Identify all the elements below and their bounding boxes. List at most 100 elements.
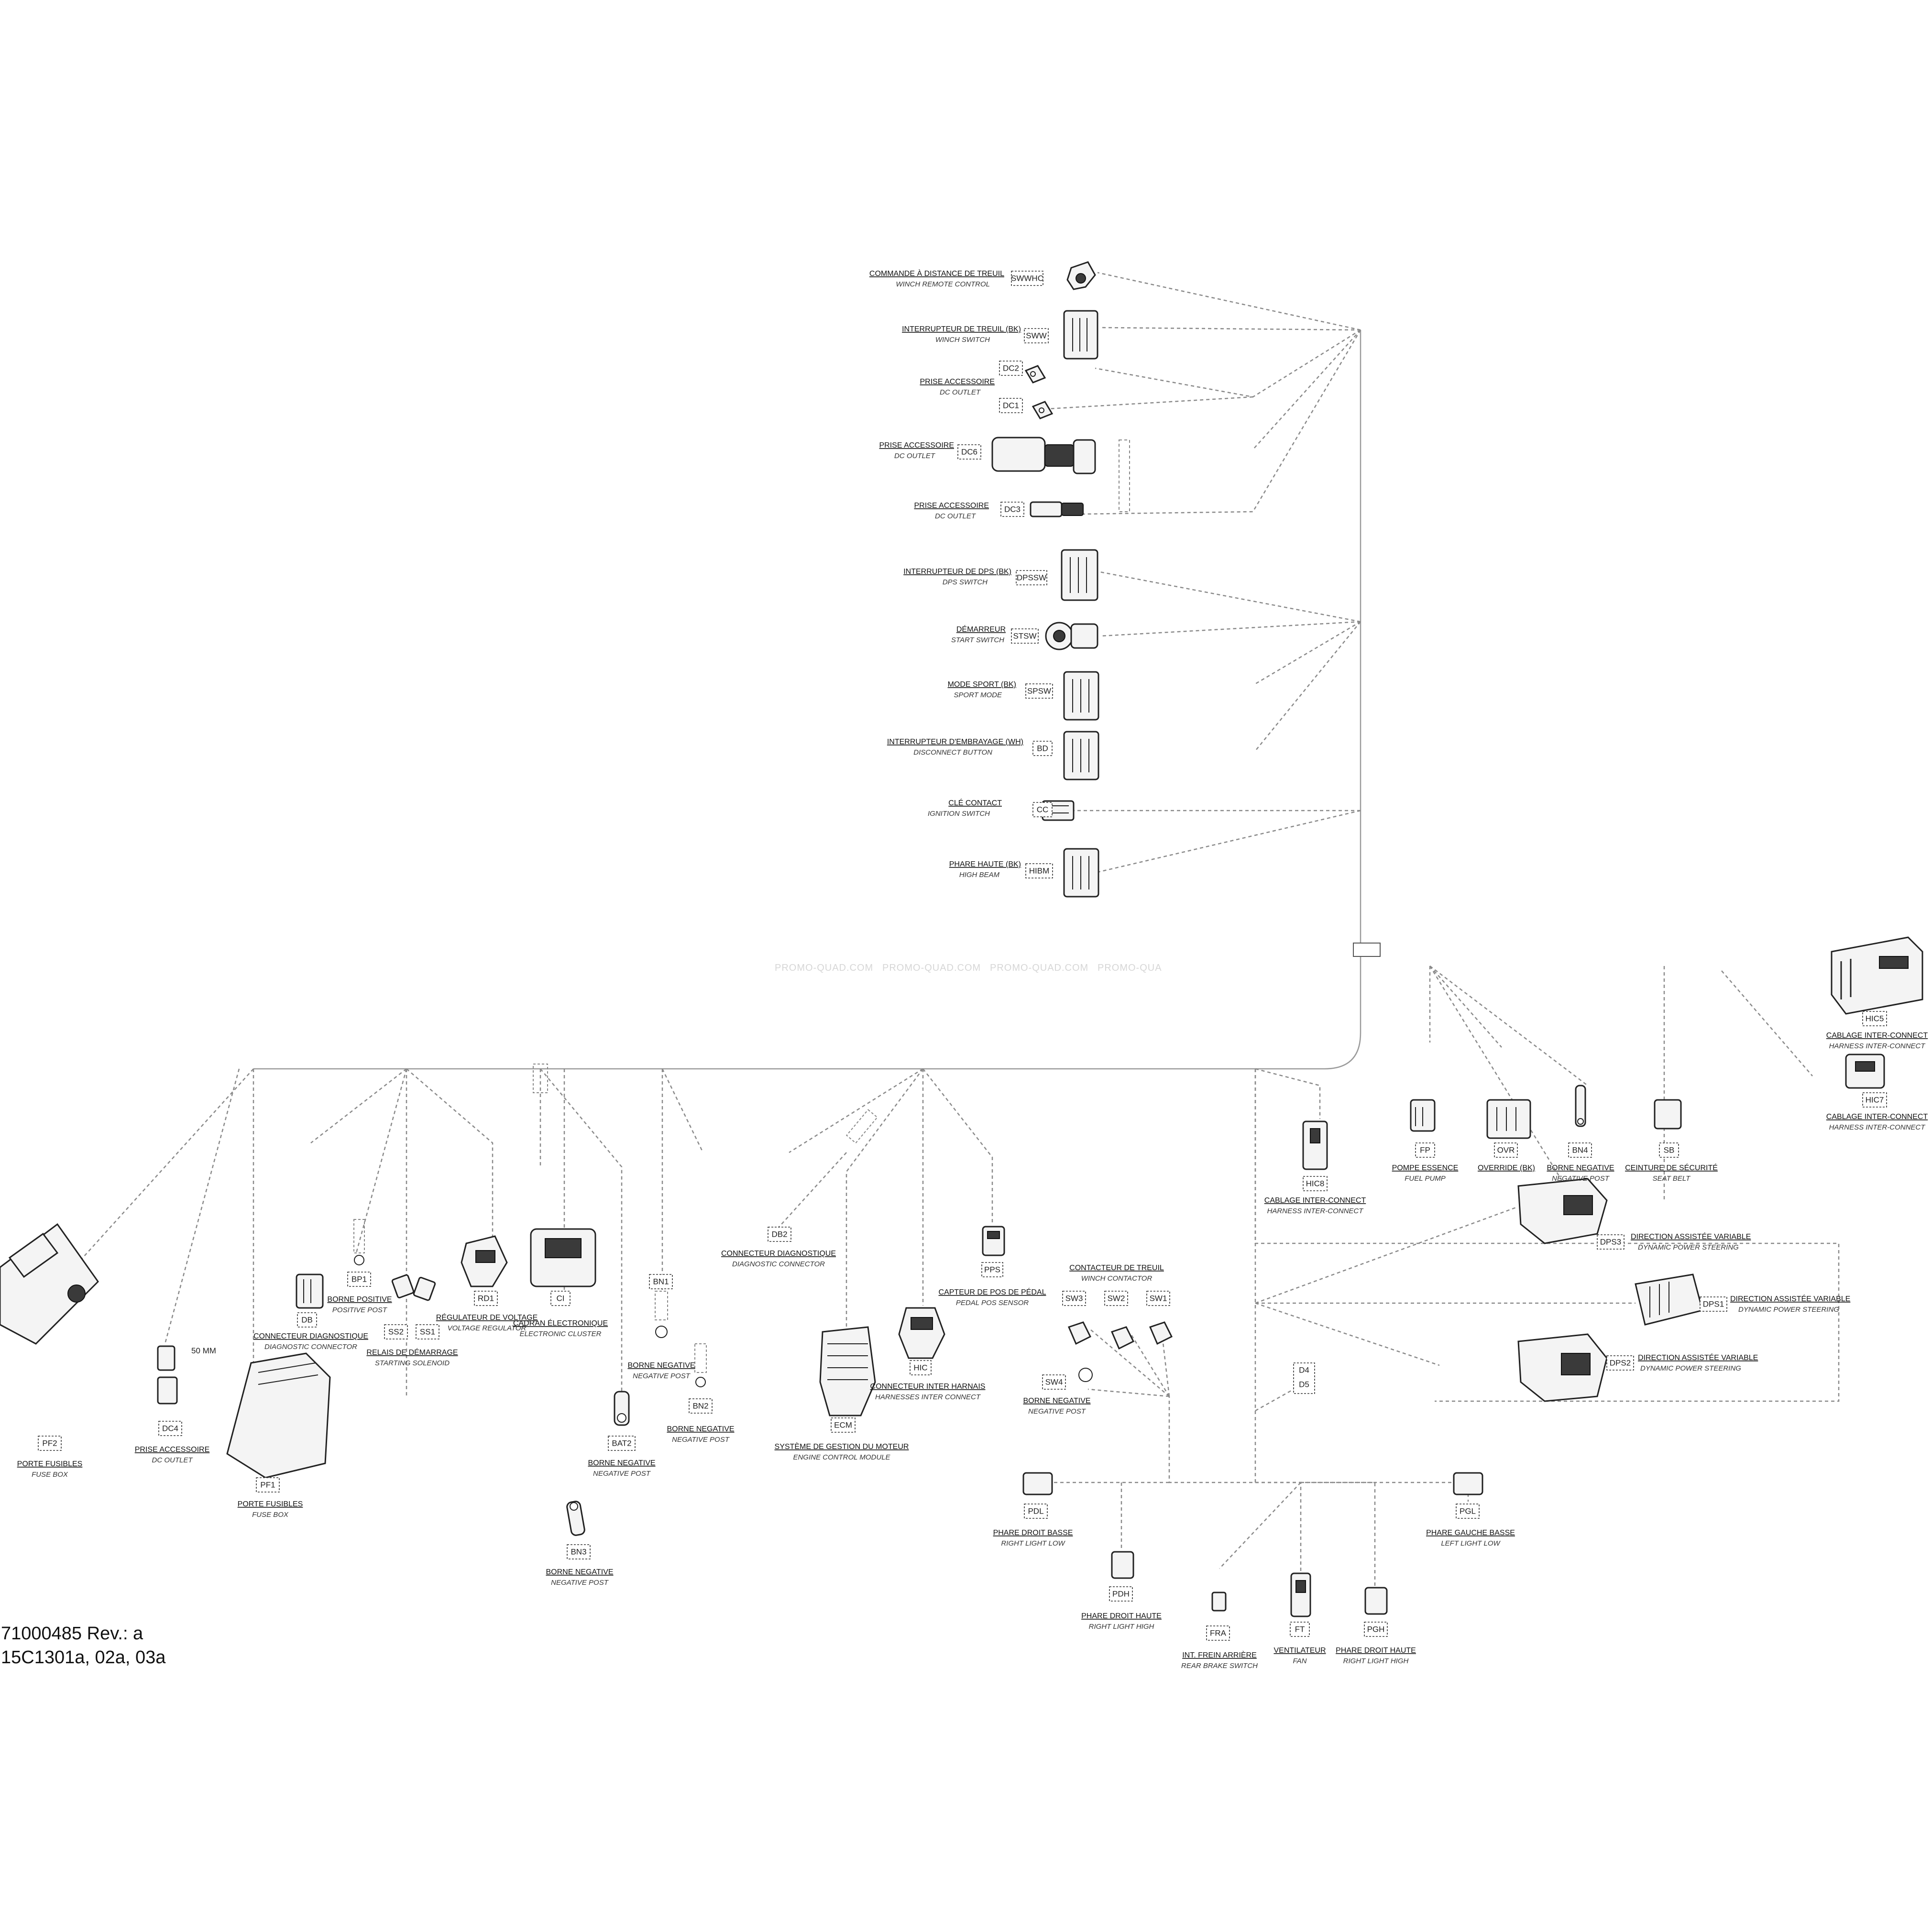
svg-text:BORNE NEGATIVE: BORNE NEGATIVE — [667, 1425, 734, 1433]
ss-starting-solenoid — [391, 1274, 436, 1301]
svg-text:SS2: SS2 — [388, 1327, 404, 1336]
disconnect-button-connector — [1063, 731, 1099, 780]
svg-text:INTERRUPTEUR DE TREUIL (BK): INTERRUPTEUR DE TREUIL (BK) — [902, 325, 1021, 333]
svg-text:NEGATIVE POST: NEGATIVE POST — [633, 1372, 691, 1380]
dc3-outlet — [1030, 501, 1084, 517]
svg-text:PHARE DROIT BASSE: PHARE DROIT BASSE — [993, 1529, 1073, 1537]
bn4-terminal — [1575, 1085, 1586, 1127]
tag-d4-d5: D4 D5 — [1293, 1362, 1315, 1394]
svg-text:HIC: HIC — [913, 1363, 927, 1372]
svg-text:DPS2: DPS2 — [1610, 1358, 1631, 1367]
tag-ci: CI — [550, 1291, 571, 1306]
tag-dps2: DPS2 — [1606, 1355, 1634, 1371]
svg-text:DPS1: DPS1 — [1703, 1299, 1724, 1308]
svg-text:CONNECTEUR INTER HARNAIS: CONNECTEUR INTER HARNAIS — [870, 1383, 986, 1391]
tag-dc3: DC3 — [1000, 502, 1024, 517]
svg-text:NEGATIVE POST: NEGATIVE POST — [672, 1436, 730, 1444]
tag-spsw: SPSW — [1025, 683, 1053, 699]
tag-ovr: OVR — [1494, 1142, 1518, 1158]
svg-text:FUSE BOX: FUSE BOX — [252, 1511, 289, 1519]
tag-sw1: SW1 — [1146, 1291, 1170, 1306]
svg-text:WINCH SWITCH: WINCH SWITCH — [935, 336, 990, 344]
svg-text:RIGHT LIGHT LOW: RIGHT LIGHT LOW — [1001, 1539, 1065, 1548]
svg-text:VENTILATEUR: VENTILATEUR — [1273, 1647, 1326, 1655]
svg-text:BORNE NEGATIVE: BORNE NEGATIVE — [1547, 1164, 1614, 1172]
svg-text:DPS SWITCH: DPS SWITCH — [943, 578, 988, 586]
svg-text:INT. FREIN ARRIÈRE: INT. FREIN ARRIÈRE — [1182, 1650, 1257, 1659]
svg-text:PF2: PF2 — [42, 1438, 57, 1448]
tag-rd1: RD1 — [474, 1291, 498, 1306]
svg-text:SYSTÈME DE GESTION DU MOTEUR: SYSTÈME DE GESTION DU MOTEUR — [775, 1442, 909, 1451]
svg-text:PRISE ACCESSOIRE: PRISE ACCESSOIRE — [914, 502, 989, 510]
svg-text:DIAGNOSTIC CONNECTOR: DIAGNOSTIC CONNECTOR — [264, 1343, 357, 1351]
tag-ss2: SS2 — [384, 1324, 408, 1339]
tag-ft: FT — [1290, 1622, 1310, 1637]
svg-text:POSITIVE POST: POSITIVE POST — [332, 1306, 388, 1314]
hic7-connector — [1845, 1054, 1885, 1089]
svg-text:FUEL PUMP: FUEL PUMP — [1405, 1175, 1446, 1183]
tag-bat2: BAT2 — [608, 1436, 636, 1451]
svg-text:CABLAGE INTER-CONNECT: CABLAGE INTER-CONNECT — [1264, 1197, 1366, 1205]
svg-text:CONTACTEUR DE TREUIL: CONTACTEUR DE TREUIL — [1069, 1264, 1164, 1272]
svg-text:PRISE ACCESSOIRE: PRISE ACCESSOIRE — [879, 441, 955, 450]
svg-text:HIC5: HIC5 — [1866, 1014, 1884, 1023]
pf2-fuse-box — [0, 1223, 99, 1345]
hic-connector — [898, 1307, 945, 1359]
label-winch-switch: INTERRUPTEUR DE TREUIL (BK) WINCH SWITCH — [902, 325, 1021, 344]
svg-text:RELAIS DE DÉMARRAGE: RELAIS DE DÉMARRAGE — [366, 1348, 458, 1357]
svg-text:HIGH BEAM: HIGH BEAM — [959, 871, 1000, 879]
winch-switch-connector — [1063, 310, 1098, 360]
svg-text:ENGINE CONTROL MODULE: ENGINE CONTROL MODULE — [793, 1453, 890, 1461]
fra-connector — [1211, 1592, 1227, 1612]
bn3-negative-post — [566, 1501, 585, 1536]
svg-text:HARNESS INTER-CONNECT: HARNESS INTER-CONNECT — [1829, 1042, 1926, 1050]
label-neg-post-bn2: BORNE NEGATIVE NEGATIVE POST — [667, 1425, 734, 1444]
svg-text:PHARE DROIT HAUTE: PHARE DROIT HAUTE — [1081, 1612, 1162, 1620]
tag-pgh: PGH — [1364, 1622, 1388, 1637]
svg-text:DC2: DC2 — [1003, 363, 1019, 373]
tag-bn4: BN4 — [1568, 1142, 1592, 1158]
svg-text:FT: FT — [1295, 1625, 1305, 1634]
document-info: 71000485 Rev.: a 15C1301a, 02a, 03a — [1, 1624, 166, 1668]
svg-text:SW3: SW3 — [1065, 1294, 1083, 1303]
svg-text:POMPE ESSENCE: POMPE ESSENCE — [1392, 1164, 1459, 1172]
tag-pf1: PF1 — [256, 1477, 280, 1493]
svg-text:MODE SPORT (BK): MODE SPORT (BK) — [948, 681, 1016, 689]
svg-text:PHARE GAUCHE BASSE: PHARE GAUCHE BASSE — [1426, 1529, 1515, 1537]
tag-db: DB — [297, 1312, 317, 1328]
svg-text:SW1: SW1 — [1150, 1294, 1167, 1303]
dps-switch-connector — [1061, 549, 1098, 601]
tag-hic8: HIC8 — [1303, 1176, 1328, 1191]
watermark: PROMO-QUAD.COM PROMO-QUAD.COM PROMO-QUAD… — [775, 963, 1162, 973]
tag-bn3: BN3 — [567, 1544, 591, 1559]
svg-text:DISCONNECT BUTTON: DISCONNECT BUTTON — [913, 748, 992, 757]
svg-text:RIGHT LIGHT HIGH: RIGHT LIGHT HIGH — [1089, 1623, 1154, 1631]
svg-text:DPS3: DPS3 — [1600, 1237, 1621, 1246]
svg-text:BN4: BN4 — [1572, 1145, 1588, 1154]
svg-text:STSW: STSW — [1013, 631, 1036, 640]
svg-text:NEGATIVE POST: NEGATIVE POST — [551, 1579, 609, 1587]
svg-text:BN3: BN3 — [571, 1547, 586, 1556]
svg-text:DIRECTION ASSISTÉE VARIABLE: DIRECTION ASSISTÉE VARIABLE — [1631, 1232, 1751, 1241]
svg-text:WINCH REMOTE CONTROL: WINCH REMOTE CONTROL — [896, 280, 990, 288]
dc4-outlet — [157, 1345, 178, 1405]
svg-text:D5: D5 — [1299, 1380, 1309, 1389]
tag-sww: SWW — [1024, 328, 1049, 343]
label-dps-switch: INTERRUPTEUR DE DPS (BK)DPS SWITCH — [903, 568, 1011, 586]
svg-text:DC1: DC1 — [1003, 401, 1019, 410]
svg-text:DC6: DC6 — [961, 447, 977, 456]
svg-text:BN2: BN2 — [692, 1401, 708, 1410]
tag-hibm: HIBM — [1025, 863, 1053, 878]
